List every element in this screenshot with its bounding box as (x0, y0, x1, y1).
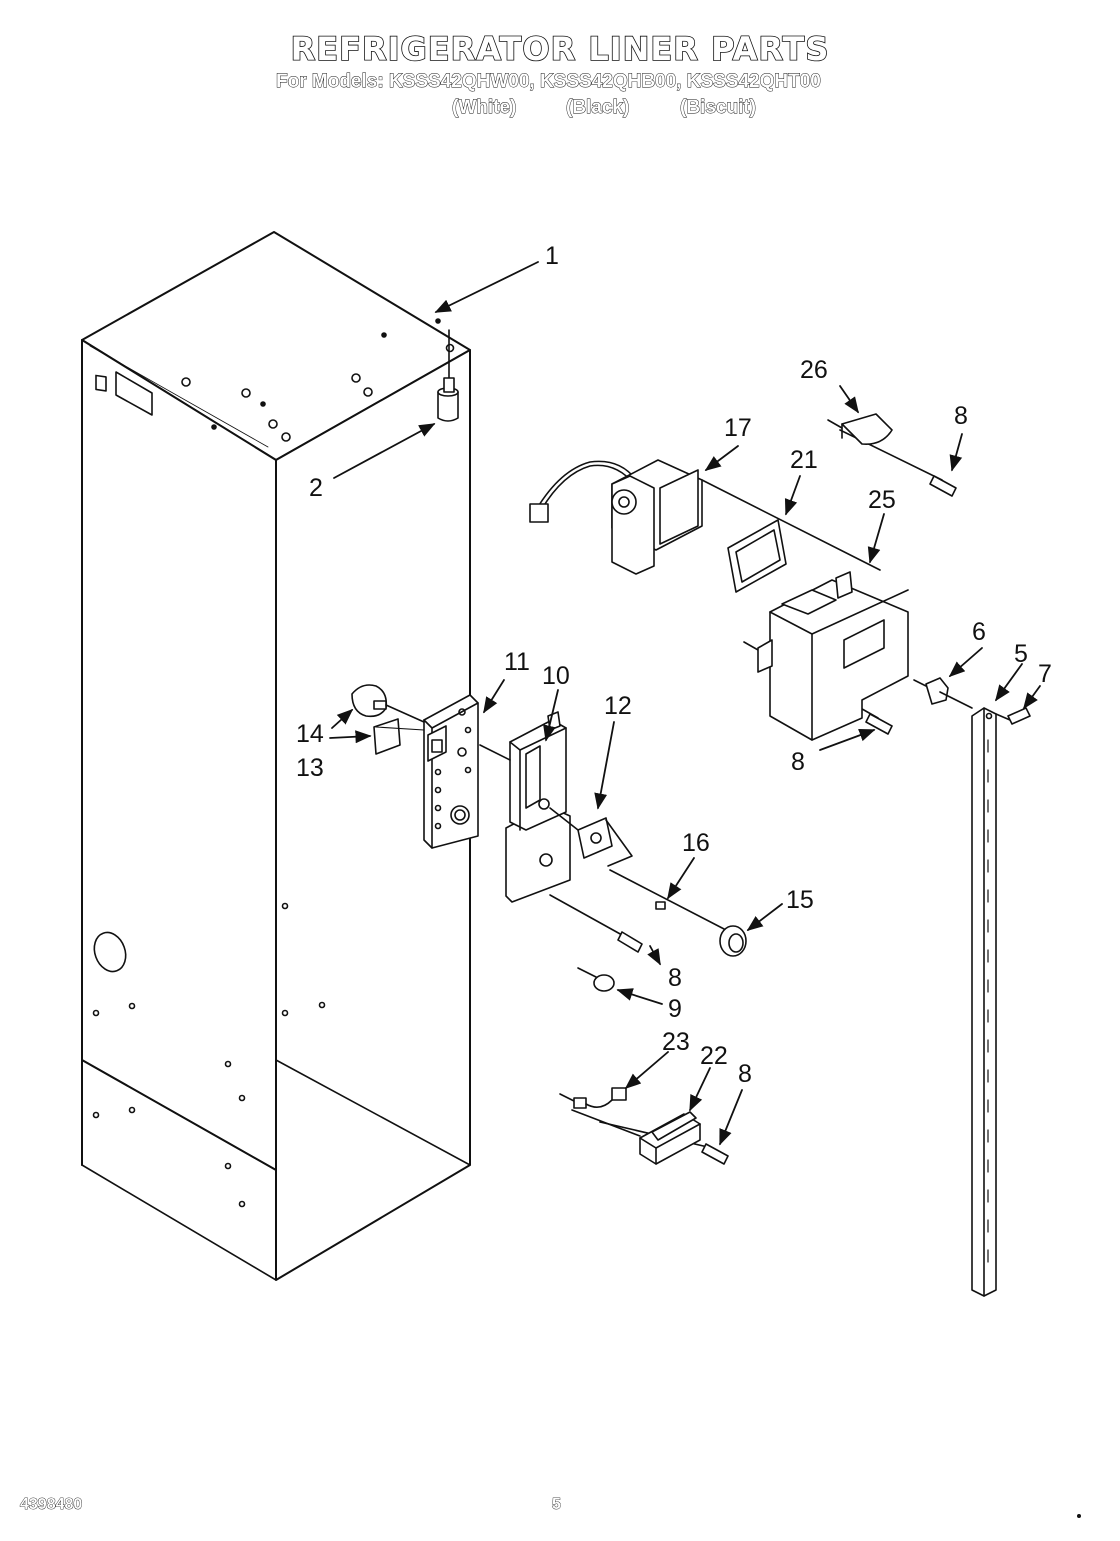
callout-11: 11 (504, 648, 530, 676)
mounting-bracket-part-10 (479, 711, 571, 903)
callout-5: 5 (1014, 640, 1028, 668)
callout-8-mid: 8 (791, 748, 805, 776)
callout-9: 9 (668, 995, 682, 1023)
callout-6: 6 (972, 618, 986, 646)
callout-8-top: 8 (954, 402, 968, 430)
callout-12: 12 (604, 692, 632, 720)
gasket-frame-part-21 (727, 519, 787, 593)
callout-2: 2 (309, 474, 323, 502)
clip-part-26 (827, 413, 893, 446)
callout-16: 16 (682, 829, 710, 857)
corner-mark (1077, 1514, 1081, 1518)
callout-leaders (329, 261, 1041, 1146)
callout-numbers: 1 2 26 8 17 21 25 6 5 7 8 11 10 12 14 13… (296, 242, 1052, 1088)
callout-17: 17 (724, 414, 752, 442)
knob-part-14 (351, 684, 425, 723)
control-housing-part-25 (757, 571, 909, 741)
callout-15: 15 (786, 886, 814, 914)
grommet-part-15 (719, 925, 747, 957)
callout-14: 14 (296, 720, 324, 748)
page-title: REFRIGERATOR LINER PARTS (290, 29, 830, 69)
color-biscuit-label: (Biscuit) (680, 97, 757, 119)
screw-part-8-center (549, 894, 643, 953)
callout-7: 7 (1038, 660, 1052, 688)
callout-26: 26 (800, 356, 828, 384)
light-socket-part-2 (437, 329, 459, 422)
screw-part-7 (995, 707, 1031, 725)
hinge-bracket-part-11 (423, 694, 479, 849)
callout-8-bottom: 8 (738, 1060, 752, 1088)
callout-25: 25 (868, 486, 896, 514)
plug-part-9 (577, 967, 615, 992)
callout-8-center: 8 (668, 964, 682, 992)
temperature-control-part-17 (529, 459, 881, 575)
cap-part-6 (913, 677, 949, 705)
callout-22: 22 (700, 1042, 728, 1070)
models-line: For Models: KSSS42QHW00, KSSS42QHB00, KS… (276, 71, 822, 93)
callout-23: 23 (662, 1028, 690, 1056)
wire-harness-part-23 (559, 1087, 641, 1137)
callout-21: 21 (790, 446, 818, 474)
color-black-label: (Black) (566, 97, 630, 119)
callout-1: 1 (545, 242, 559, 270)
part-number: 4398480 (20, 1496, 83, 1514)
refrigerator-liner-cabinet (81, 231, 471, 1281)
color-white-label: (White) (452, 97, 517, 119)
callout-10: 10 (542, 662, 570, 690)
page-number: 5 (552, 1496, 562, 1514)
clip-part-16 (609, 869, 727, 931)
shelf-rail-part-5 (939, 691, 997, 1297)
switch-part-22 (639, 1111, 701, 1165)
callout-13: 13 (296, 754, 324, 782)
gasket-part-12 (549, 807, 633, 867)
